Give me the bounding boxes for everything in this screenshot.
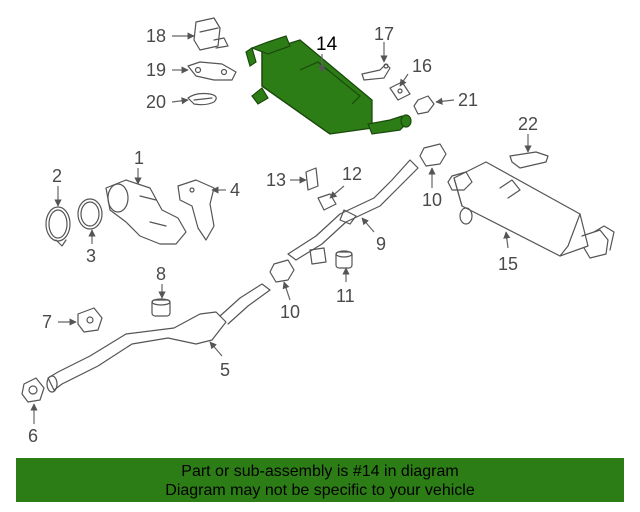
- part-1-catalytic-converter[interactable]: [105, 179, 187, 245]
- part-22-tip-bracket[interactable]: [509, 151, 549, 169]
- callout-labels: 14 18 19 20 17 16 21 22 1 2 3 4 13 12 9 …: [28, 24, 538, 446]
- callout-20[interactable]: 20: [146, 92, 166, 112]
- part-10-clamp-lower[interactable]: [269, 259, 295, 283]
- callout-19[interactable]: 19: [146, 60, 166, 80]
- callout-10-upper[interactable]: 10: [422, 190, 442, 210]
- part-20-clamp[interactable]: [187, 92, 217, 106]
- callout-16[interactable]: 16: [412, 56, 432, 76]
- banner-line-2: Diagram may not be specific to your vehi…: [165, 482, 475, 499]
- leader-lines: [30, 32, 532, 424]
- callout-9[interactable]: 9: [376, 234, 386, 254]
- part-12-rubber-mount[interactable]: [317, 193, 337, 211]
- part-10-clamp-middle[interactable]: [447, 171, 473, 191]
- callout-7[interactable]: 7: [42, 312, 52, 332]
- callout-6[interactable]: 6: [28, 426, 38, 446]
- part-10-clamp-upper[interactable]: [419, 143, 447, 167]
- part-3-gasket[interactable]: [77, 198, 103, 230]
- callout-13[interactable]: 13: [266, 170, 286, 190]
- callout-18[interactable]: 18: [146, 26, 166, 46]
- part-8-rubber-mount[interactable]: [151, 298, 171, 317]
- callout-4[interactable]: 4: [230, 180, 240, 200]
- callout-10-lower[interactable]: 10: [280, 302, 300, 322]
- callout-2[interactable]: 2: [52, 166, 62, 186]
- part-19-bracket[interactable]: [187, 61, 237, 81]
- part-13-bracket[interactable]: [305, 167, 319, 191]
- part-9-intermediate-pipe[interactable]: [287, 159, 419, 265]
- part-18-sensor[interactable]: [193, 17, 229, 51]
- part-17-hanger[interactable]: [361, 63, 391, 81]
- part-2-gasket-clamp[interactable]: [45, 206, 71, 247]
- part-21-exhaust-tip[interactable]: [413, 95, 435, 115]
- callout-14[interactable]: 14: [316, 34, 338, 55]
- part-15-center-muffler[interactable]: [453, 161, 615, 259]
- exhaust-system-diagram: 14 18 19 20 17 16 21 22 1 2 3 4 13 12 9 …: [21, 17, 615, 446]
- part-11-rubber-mount[interactable]: [335, 250, 353, 269]
- info-banner: Part or sub-assembly is #14 in diagram D…: [16, 458, 624, 502]
- callout-8[interactable]: 8: [156, 264, 166, 284]
- callout-17[interactable]: 17: [374, 24, 394, 44]
- part-6-gasket[interactable]: [21, 377, 45, 403]
- part-16-rubber-mount[interactable]: [389, 81, 411, 101]
- part-14-rear-muffler[interactable]: [245, 35, 412, 135]
- callout-11[interactable]: 11: [336, 286, 355, 306]
- banner-line-1: Part or sub-assembly is #14 in diagram: [181, 463, 459, 480]
- callout-1[interactable]: 1: [134, 148, 144, 168]
- callout-21[interactable]: 21: [458, 90, 478, 110]
- callout-12[interactable]: 12: [342, 164, 362, 184]
- part-5-front-pipe[interactable]: [46, 283, 271, 393]
- part-4-heat-shield[interactable]: [177, 179, 215, 241]
- part-7-bracket[interactable]: [77, 307, 103, 333]
- callout-5[interactable]: 5: [220, 360, 230, 380]
- callout-3[interactable]: 3: [86, 246, 96, 266]
- callout-15[interactable]: 15: [498, 254, 518, 274]
- callout-22[interactable]: 22: [518, 114, 538, 134]
